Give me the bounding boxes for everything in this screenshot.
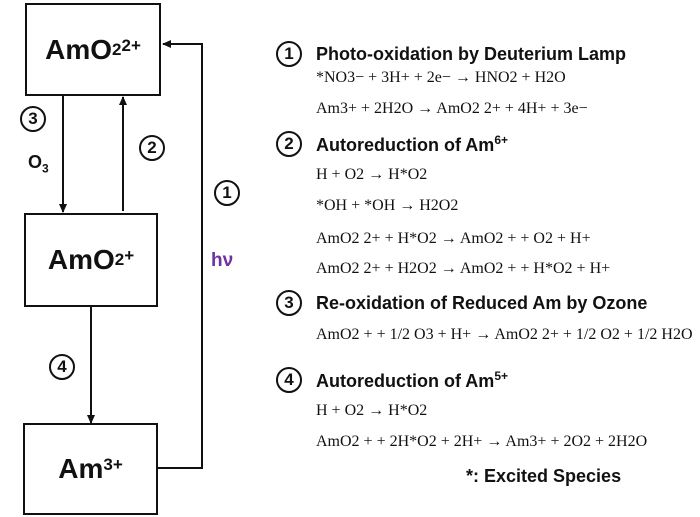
section-4-title: Autoreduction of Am5+: [316, 369, 508, 392]
section-2-title-base: Autoreduction of Am: [316, 134, 495, 155]
label-4-circled: 4: [49, 354, 75, 380]
section-1-title: Photo-oxidation by Deuterium Lamp: [316, 43, 627, 64]
equation-2a: H + O2 → H*O2: [316, 166, 428, 183]
section-1-number: 1: [276, 41, 302, 67]
section-2-title: Autoreduction of Am6+: [316, 133, 508, 156]
amo2-2plus-sub: 2: [112, 39, 122, 59]
amo2-plus-sub: 2: [114, 250, 125, 269]
section-3-number: 3: [276, 290, 302, 316]
section-4-title-base: Autoreduction of Am: [316, 370, 495, 391]
amo2-2plus-sup: 2+: [121, 35, 141, 55]
o3-base: O: [28, 152, 43, 172]
amo2-plus-base: AmO: [47, 244, 115, 275]
equation-4a: H + O2 → H*O2: [316, 402, 428, 419]
equation-2c: AmO2 2+ + H*O2 → AmO2 + + O2 + H+: [316, 230, 591, 247]
amo2-2plus-base: AmO: [45, 33, 113, 65]
section-4-title-sup: 5+: [494, 368, 508, 383]
equation-1b: Am3+ + 2H2O → AmO2 2+ + 4H+ + 3e−: [316, 100, 588, 117]
arrow-1-hv: [157, 40, 203, 469]
section-2-title-sup: 6+: [494, 132, 508, 147]
equation-4b: AmO2 + + 2H*O2 + 2H+ → Am3+ + 2O2 + 2H2O: [316, 433, 648, 450]
footnote-excited-species: *: Excited Species: [466, 466, 622, 486]
o3-sub: 3: [42, 161, 49, 176]
label-1-circled: 1: [214, 180, 240, 206]
label-2-circled: 2: [139, 135, 165, 161]
label-3-circled: 3: [20, 106, 46, 132]
equation-3a: AmO2 + + 1/2 O3 + H+ → AmO2 2+ + 1/2 O2 …: [316, 326, 693, 343]
am3plus-sup: 3+: [103, 455, 123, 474]
section-4-header: 4 Autoreduction of Am5+: [276, 367, 508, 393]
section-4-number: 4: [276, 367, 302, 393]
section-2-header: 2 Autoreduction of Am6+: [276, 131, 508, 157]
section-3-title: Re-oxidation of Reduced Am by Ozone: [316, 292, 648, 313]
section-1-header: 1 Photo-oxidation by Deuterium Lamp: [276, 41, 626, 67]
am3plus-base: Am: [58, 453, 104, 484]
amo2-plus-sup: +: [124, 246, 135, 265]
section-2-number: 2: [276, 131, 302, 157]
label-o3: O3: [28, 152, 49, 176]
equation-1a: *NO3− + 3H+ + 2e− → HNO2 + H2O: [316, 69, 566, 86]
label-hv: hν: [211, 250, 234, 271]
equation-2d: AmO2 2+ + H2O2 → AmO2 + + H*O2 + H+: [316, 260, 611, 277]
section-3-header: 3 Re-oxidation of Reduced Am by Ozone: [276, 290, 647, 316]
equation-2b: *OH + *OH → H2O2: [316, 197, 459, 214]
